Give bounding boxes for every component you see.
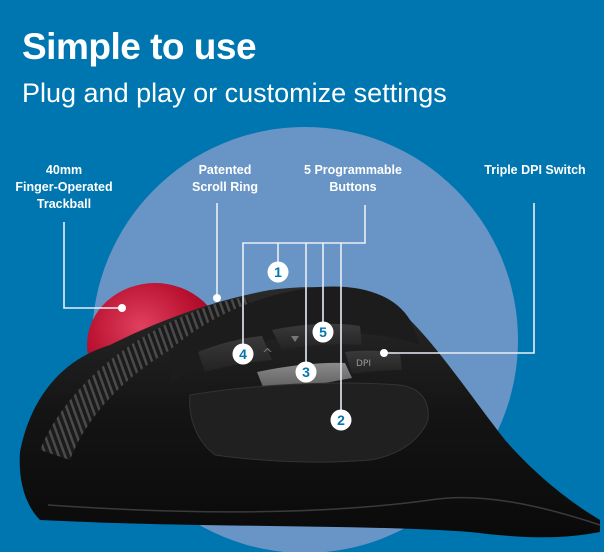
page-title: Simple to use [22, 26, 257, 67]
marker-5: 5 [312, 321, 334, 343]
svg-text:4: 4 [239, 346, 247, 362]
marker-4: 4 [232, 343, 254, 365]
callout-trackball-line2: Finger-Operated [15, 180, 113, 194]
svg-text:1: 1 [274, 264, 282, 280]
button-2[interactable] [189, 382, 429, 463]
svg-text:2: 2 [337, 412, 345, 428]
callout-buttons-line1: 5 Programmable [304, 163, 402, 177]
callout-buttons-label: 5 Programmable Buttons [288, 162, 418, 196]
marker-1: 1 [267, 261, 289, 283]
callout-trackball-line1: 40mm [45, 163, 83, 177]
svg-text:5: 5 [319, 324, 327, 340]
callout-dpi-line1: Triple DPI Switch [484, 163, 586, 177]
page-subtitle: Plug and play or customize settings [22, 78, 447, 108]
marker-2: 2 [330, 409, 352, 431]
callout-scroll-ring-line2: Scroll Ring [192, 180, 258, 194]
callout-buttons-line2: Buttons [329, 180, 377, 194]
callout-scroll-ring-label: Patented Scroll Ring [170, 162, 280, 196]
callout-trackball-label: 40mm Finger-Operated Trackball [4, 162, 124, 213]
up-arrow-icon: ^ [262, 347, 273, 362]
dpi-button-label: DPI [356, 359, 371, 369]
callout-dpi-label: Triple DPI Switch [470, 162, 600, 179]
callout-lines [63, 203, 535, 410]
callout-dots [118, 294, 388, 357]
marker-3: 3 [295, 361, 317, 383]
callout-scroll-ring-line1: Patented [198, 163, 252, 177]
dpi-button[interactable]: DPI [345, 350, 402, 374]
down-arrow-icon [291, 336, 299, 342]
svg-text:3: 3 [302, 364, 310, 380]
callout-trackball-line3: Trackball [36, 197, 92, 211]
